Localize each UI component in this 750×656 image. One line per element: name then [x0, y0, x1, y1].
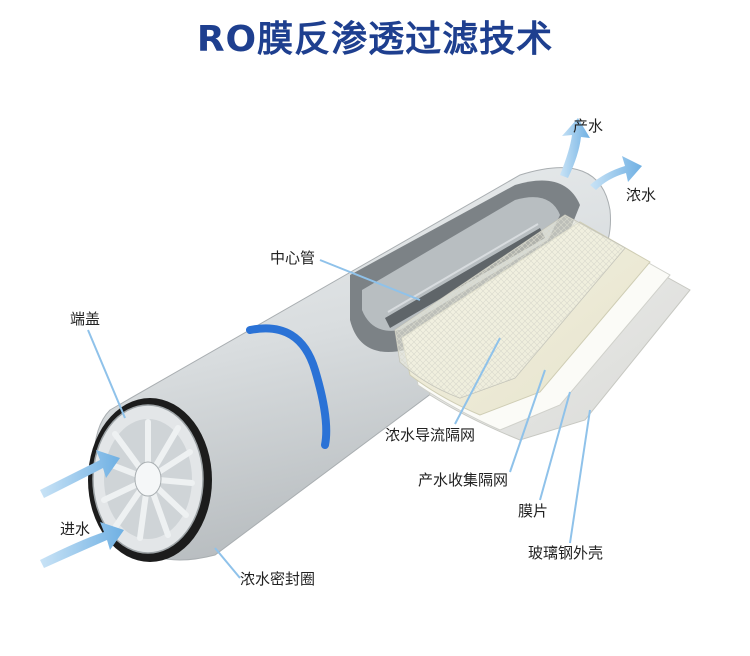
product-water-arrow	[560, 118, 590, 178]
leader-concentrate-spacer	[454, 337, 501, 425]
label-concentrate-spacer: 浓水导流隔网	[385, 426, 476, 444]
leader-end-cap	[87, 329, 126, 419]
concentrate-arrow	[590, 156, 642, 190]
label-concentrate: 浓水	[626, 186, 657, 204]
label-fiberglass-shell: 玻璃钢外壳	[528, 544, 604, 562]
label-end-cap: 端盖	[70, 310, 101, 328]
leader-membrane	[539, 391, 571, 501]
label-brine-seal: 浓水密封圈	[240, 570, 316, 588]
label-center-tube: 中心管	[270, 249, 316, 267]
leader-lines	[87, 259, 591, 579]
leader-permeate-spacer	[509, 369, 546, 473]
label-permeate-spacer: 产水收集隔网	[418, 471, 509, 489]
leader-center-tube	[319, 259, 421, 301]
label-feed-water: 进水	[60, 520, 91, 538]
feed-water-arrow-upper	[40, 450, 120, 498]
feed-water-arrow-lower	[40, 522, 124, 568]
end-cap	[88, 398, 212, 562]
leader-shell	[569, 409, 591, 544]
blue-band	[246, 324, 331, 449]
leader-brine-seal	[214, 547, 241, 579]
unrolled-sheets	[394, 214, 691, 441]
page-title: RO膜反渗透过滤技术	[196, 19, 554, 60]
label-membrane: 膜片	[518, 502, 549, 520]
label-product-water: 产水	[573, 117, 604, 135]
